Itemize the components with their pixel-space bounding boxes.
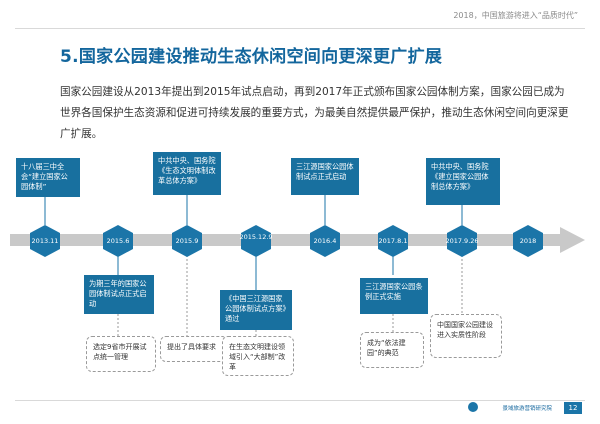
header-divider bbox=[15, 28, 585, 29]
hex-marker bbox=[378, 225, 408, 257]
footer-logo-text: 景域旅游营销研究院 bbox=[502, 406, 552, 412]
event-box-2015-12: 《中国三江源国家公园体制试点方案》通过 bbox=[220, 290, 292, 330]
hex-marker bbox=[103, 225, 133, 257]
date-label: 2015.9 bbox=[175, 237, 199, 245]
date-label: 2015.6 bbox=[106, 237, 130, 245]
date-label: 2016.4 bbox=[313, 237, 337, 245]
date-label: 2015.12.9 bbox=[239, 233, 273, 241]
event-box-2015-6: 为期三年的国家公园体制试点正式启动 bbox=[84, 275, 154, 314]
hex-marker bbox=[513, 225, 543, 257]
intro-paragraph: 国家公园建设从2013年提出到2015年试点启动，再到2017年正式颁布国家公园… bbox=[60, 86, 569, 140]
date-label: 2017.8.1 bbox=[378, 237, 408, 245]
footer-divider bbox=[15, 400, 585, 401]
hex-marker bbox=[447, 225, 477, 257]
header-text: 2018，中国旅游将进入“品质时代” bbox=[453, 11, 578, 20]
note-box: 选定9省市开展试点统一管理 bbox=[86, 336, 156, 372]
note-box: 成为“依法建园”的典范 bbox=[360, 332, 424, 368]
event-box-2017-9: 中共中央、国务院《建立国家公园体制总体方案》 bbox=[426, 158, 500, 205]
page-number: 12 bbox=[564, 402, 582, 414]
event-box-2013: 十八届三中全会“建立国家公园体制” bbox=[16, 158, 80, 197]
hex-marker bbox=[30, 225, 60, 257]
date-label: 2017.9.26 bbox=[445, 237, 479, 245]
logo-icon bbox=[468, 402, 478, 412]
note-box: 在生态文明建设领域引入“大部制”改革 bbox=[222, 336, 294, 376]
page-title: 5.国家公园建设推动生态休闲空间向更深更广扩展 bbox=[60, 47, 443, 67]
note-box: 提出了具体要求 bbox=[160, 336, 228, 362]
date-label: 2013.11 bbox=[31, 237, 59, 245]
event-box-2015-9: 中共中央、国务院《生态文明体制改革总体方案》 bbox=[153, 152, 221, 195]
event-box-2016-4: 三江源国家公园体制试点正式启动 bbox=[291, 158, 359, 195]
event-box-2017-8: 三江源国家公园条例正式实施 bbox=[360, 278, 428, 314]
hex-marker bbox=[241, 225, 271, 257]
hex-marker bbox=[172, 225, 202, 257]
date-label: 2018 bbox=[519, 237, 537, 245]
hex-marker bbox=[310, 225, 340, 257]
timeline-arrow bbox=[10, 227, 585, 253]
note-box: 中国国家公园建设进入实质性阶段 bbox=[430, 314, 502, 358]
